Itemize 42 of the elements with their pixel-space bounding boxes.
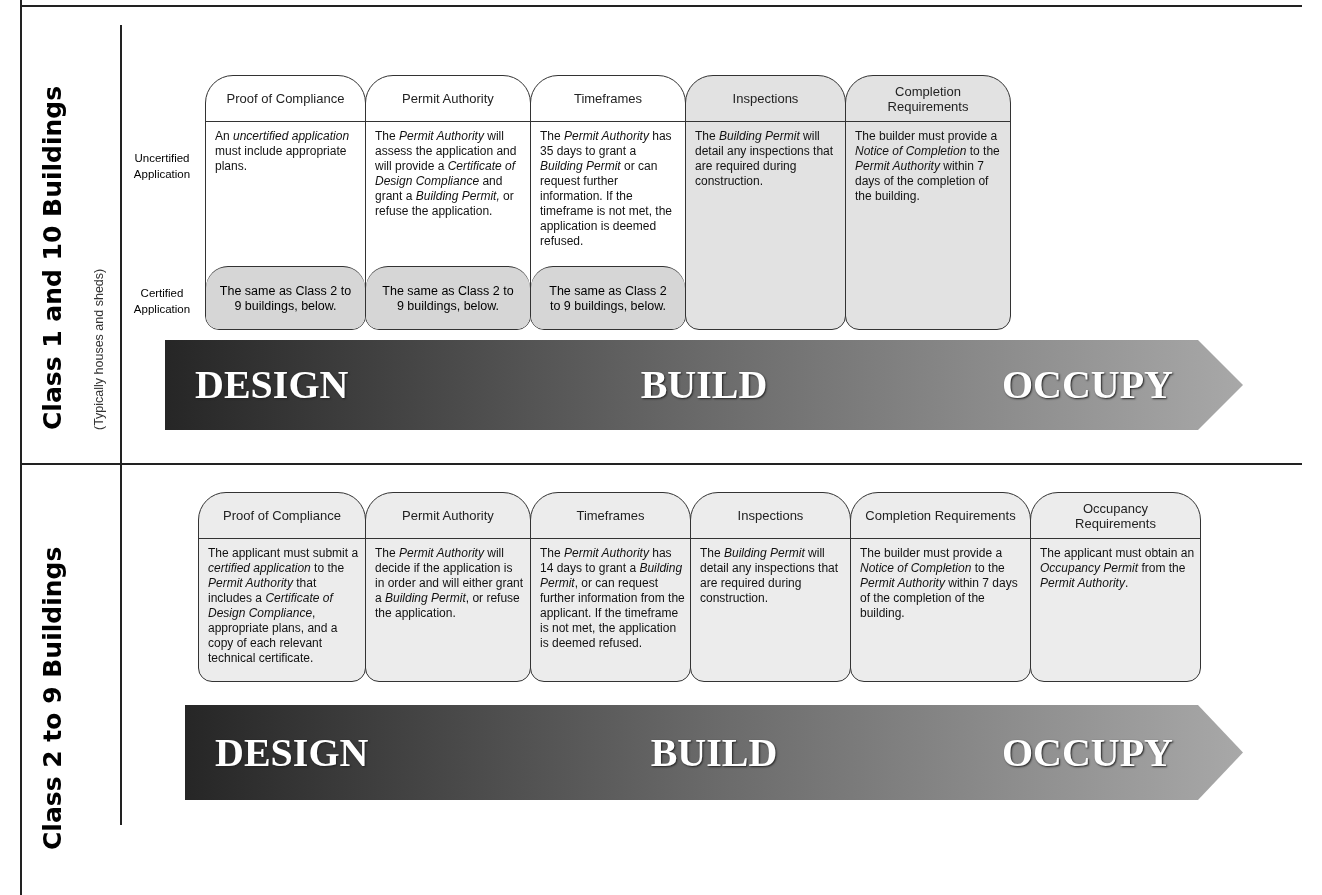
- card-text: The builder must provide a Notice of Completion to the Permit Authority within 7 days of the completion of the building.: [860, 546, 1019, 621]
- process-card: [365, 492, 531, 682]
- card-text: The Permit Authority has 14 days to grant a Building Permit, or can request further information from the applicant. If the timeframe is not met, the application is deemed refused.: [540, 546, 685, 651]
- stage-label: BUILD: [640, 363, 768, 407]
- certified-box: [366, 266, 530, 329]
- column-heading: Occupancy Requirements: [1031, 493, 1200, 539]
- column-heading: Completion Requirements: [846, 76, 1010, 122]
- process-card: [530, 75, 686, 330]
- certified-box: [206, 266, 365, 329]
- card-text: The applicant must submit a certified application to the Permit Authority that includes a Certificate of Design Compliance, appropriate plans, and a copy of each relevant technical certificate.: [208, 546, 360, 666]
- stage-label: DESIGN: [195, 363, 349, 407]
- process-card: [685, 75, 846, 330]
- certified-box: [531, 266, 685, 329]
- process-card: [1030, 492, 1201, 682]
- box-text: The same as Class 2 to 9 buildings, below.: [218, 283, 353, 314]
- card-text: The Permit Authority has 35 days to grant a Building Permit or can request further information. If the timeframe is not met, the application is deemed refused.: [540, 129, 674, 249]
- section-title: Class 1 and 10 Buildings: [38, 84, 67, 430]
- stage-label: BUILD: [650, 730, 778, 775]
- section-title: Class 2 to 9 Buildings: [38, 545, 67, 850]
- process-card: [530, 492, 691, 682]
- card-text: An uncertified application must include appropriate plans.: [215, 129, 351, 174]
- process-card: [365, 75, 531, 330]
- box-text: The same as Class 2 to 9 buildings, below.: [381, 283, 515, 314]
- row-label: Uncertified Application: [132, 151, 192, 182]
- process-card: [205, 75, 366, 330]
- process-card: [198, 492, 366, 682]
- card-text: The Building Permit will detail any inspections that are required during construction.: [695, 129, 835, 189]
- stage-label: OCCUPY: [1001, 730, 1173, 775]
- stage-label: DESIGN: [215, 730, 369, 775]
- box-text: The same as Class 2 to 9 buildings, below.: [548, 283, 668, 314]
- card-text: The Permit Authority will assess the application and will provide a Certificate of Design Compliance and grant a Building Permit, or refuse the application.: [375, 129, 518, 219]
- card-text: The builder must provide a Notice of Completion to the Permit Authority within 7 days of the completion of the building.: [855, 129, 1001, 204]
- process-card: [850, 492, 1031, 682]
- card-text: The Permit Authority will decide if the application is in order and will either grant a Building Permit, or refuse the application.: [375, 546, 525, 621]
- process-card: [690, 492, 851, 682]
- column-heading: Completion Requirements: [851, 493, 1030, 539]
- row-label: Certified Application: [132, 286, 192, 317]
- card-text: The Building Permit will detail any inspections that are required during construction.: [700, 546, 840, 606]
- section-subtitle: (Typically houses and sheds): [92, 267, 106, 430]
- card-text: The applicant must obtain an Occupancy Permit from the Permit Authority.: [1040, 546, 1195, 591]
- process-card: [845, 75, 1011, 330]
- stage-label: OCCUPY: [1001, 363, 1173, 407]
